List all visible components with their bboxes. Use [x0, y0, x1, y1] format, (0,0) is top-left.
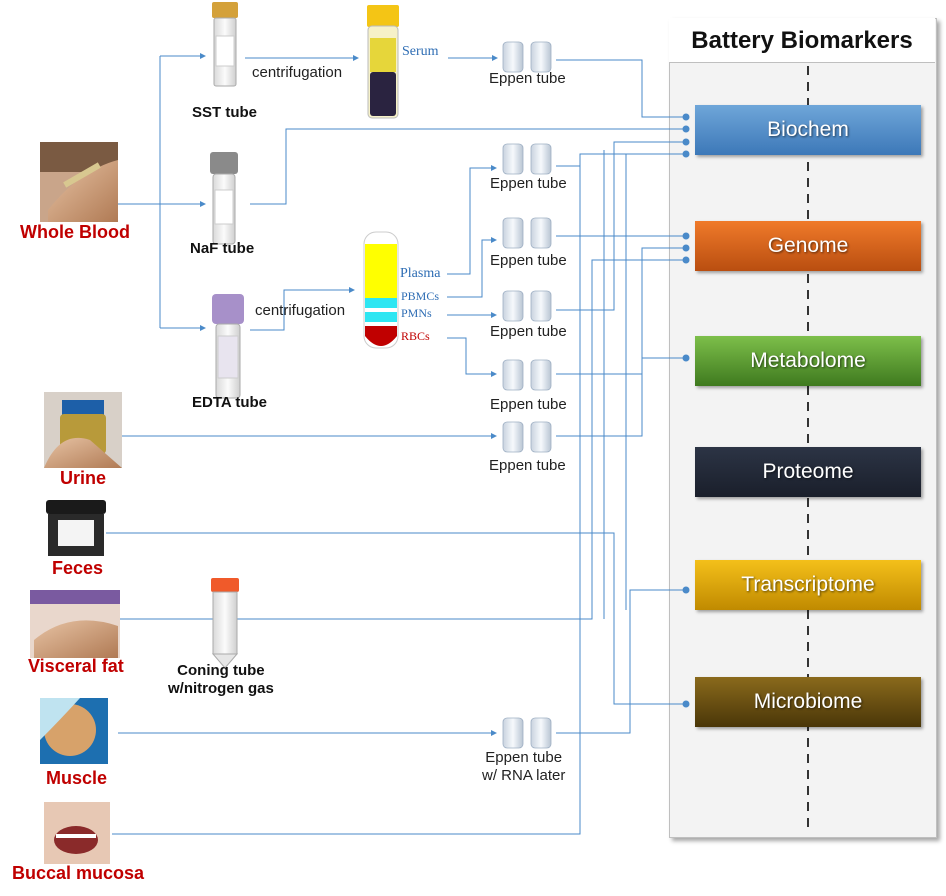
source-visceral-fat: Visceral fat	[28, 656, 124, 676]
eppen-label-5: Eppen tube	[490, 396, 567, 413]
biomarker-metabolome: Metabolome	[695, 336, 921, 386]
whole-blood-photo	[40, 142, 118, 222]
biomarker-microbiome: Microbiome	[695, 677, 921, 727]
biomarker-genome: Genome	[695, 221, 921, 271]
plasma-fraction-tube	[363, 231, 399, 349]
eppen-label-3: Eppen tube	[490, 252, 567, 269]
eppen-label-rna: Eppen tube w/ RNA later	[482, 749, 565, 785]
feces-photo	[46, 500, 106, 556]
label-naf-tube: NaF tube	[190, 240, 255, 257]
eppen-pair-2	[502, 143, 552, 175]
source-muscle: Muscle	[46, 768, 108, 788]
eppen-pair-rna	[502, 717, 552, 749]
label-edta-tube: EDTA tube	[192, 394, 267, 411]
label-coning-tube: Coning tube w/nitrogen gas	[168, 662, 274, 698]
naf-tube-image	[210, 152, 238, 245]
buccal-mucosa-photo	[44, 802, 110, 864]
serum-tube-image	[367, 5, 399, 119]
eppen-pair-6	[502, 421, 552, 453]
layer-pbmcs: PBMCs	[401, 289, 440, 303]
panel-title: Battery Biomarkers	[669, 18, 935, 63]
eppen-rna-line1: Eppen tube	[485, 749, 563, 766]
source-feces: Feces	[52, 558, 104, 578]
layer-pmns: PMNs	[401, 306, 432, 320]
source-urine: Urine	[60, 468, 107, 488]
coning-line2: w/nitrogen gas	[168, 680, 274, 697]
eppen-pair-4	[502, 290, 552, 322]
eppen-pair-3	[502, 217, 552, 249]
eppen-pair-1	[502, 41, 552, 73]
biomarker-biochem: Biochem	[695, 105, 921, 155]
source-whole-blood: Whole Blood	[20, 222, 130, 242]
eppen-label-2: Eppen tube	[490, 175, 567, 192]
centrifugation-label-1: centrifugation	[252, 64, 343, 81]
connection-lines	[106, 53, 686, 835]
urine-photo	[44, 392, 122, 468]
coning-line1: Coning tube	[177, 662, 265, 679]
layer-plasma: Plasma	[400, 266, 441, 281]
connection-dots	[682, 113, 690, 708]
biomarker-proteome: Proteome	[695, 447, 921, 497]
label-sst-tube: SST tube	[192, 104, 258, 121]
eppen-label-1: Eppen tube	[489, 70, 566, 87]
biomarker-transcriptome: Transcriptome	[695, 560, 921, 610]
layer-rbcs: RBCs	[401, 329, 430, 343]
sst-tube-image	[212, 2, 238, 87]
eppen-pair-5	[502, 359, 552, 391]
eppen-label-4: Eppen tube	[490, 323, 567, 340]
layer-serum: Serum	[402, 44, 439, 59]
visceral-fat-photo	[30, 590, 120, 658]
eppen-rna-line2: w/ RNA later	[482, 767, 566, 784]
source-buccal-mucosa: Buccal mucosa	[12, 863, 145, 883]
edta-tube-image	[212, 294, 244, 399]
coning-tube-image	[211, 578, 239, 669]
eppen-label-6: Eppen tube	[489, 457, 566, 474]
centrifugation-label-2: centrifugation	[255, 302, 346, 319]
eppen-tubes	[502, 41, 552, 749]
muscle-photo	[40, 698, 108, 764]
